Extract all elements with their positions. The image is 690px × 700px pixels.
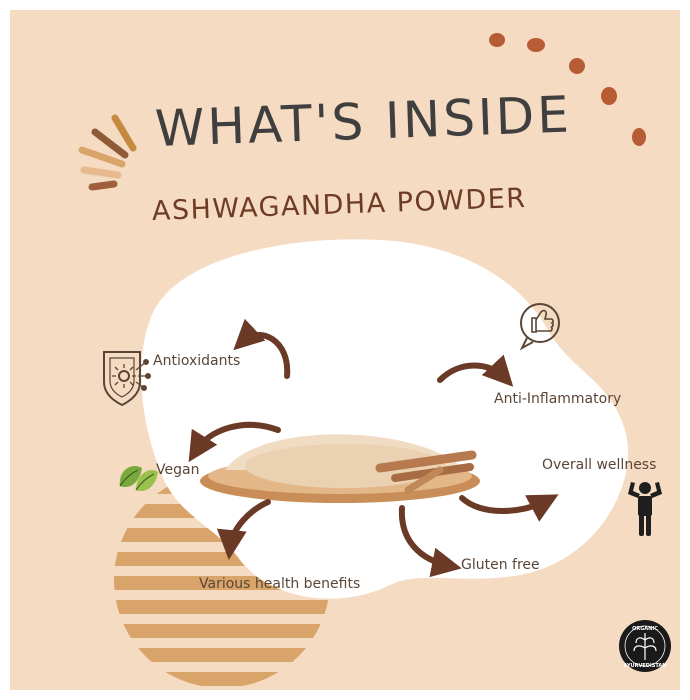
benefit-vegan: Vegan	[156, 462, 200, 478]
person-flexing-icon	[628, 482, 662, 536]
logo-top-text: ORGANIC	[632, 626, 658, 632]
arrow-to-gluten-free	[398, 505, 462, 578]
brush-strokes-decoration	[78, 114, 137, 191]
benefit-health-benefits: Various health benefits	[199, 576, 361, 592]
arrow-to-overall-wellness	[459, 494, 559, 522]
benefit-gluten-free: Gluten free	[461, 557, 540, 573]
arrow-to-health-benefits	[216, 499, 271, 560]
organic-ayurvedistan-logo: ORGANIC AYURVEDISTAN	[619, 620, 671, 672]
shield-virus-icon	[103, 351, 151, 407]
arrow-to-antioxidants	[233, 318, 291, 379]
arrow-to-anti-inflammatory	[437, 354, 514, 387]
thumbs-up-speech-bubble-icon	[519, 303, 560, 351]
powder-spoon-illustration	[200, 434, 480, 503]
leaf-icon	[119, 466, 158, 492]
logo-bottom-text: AYURVEDISTAN	[624, 663, 667, 669]
benefit-overall-wellness: Overall wellness	[542, 457, 657, 473]
arrows	[188, 318, 559, 578]
benefit-anti-inflammatory: Anti-Inflammatory	[494, 391, 622, 407]
arrow-to-vegan	[188, 421, 281, 463]
benefit-antioxidants: Antioxidants	[153, 353, 241, 369]
decorative-dots	[489, 33, 646, 146]
